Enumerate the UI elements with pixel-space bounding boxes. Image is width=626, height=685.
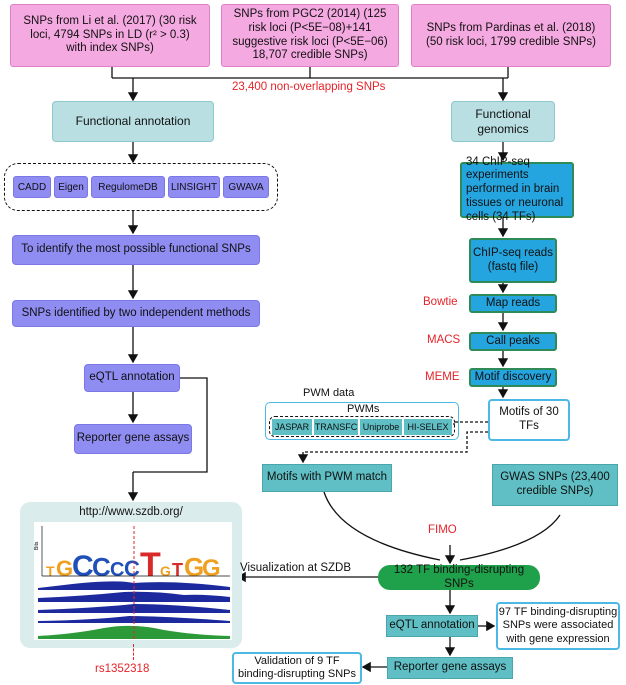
svg-text:C: C <box>110 559 124 581</box>
svg-text:T: T <box>172 560 183 580</box>
svg-text:T: T <box>140 546 161 584</box>
gwas-snps-box: GWAS SNPs (23,400 credible SNPs) <box>492 464 618 506</box>
motifs-pwm-match-box: Motifs with PWM match <box>262 464 392 492</box>
left-reporter-gene-assays: Reporter gene assays <box>74 424 192 454</box>
tool-linsight: LINSIGHT <box>168 176 220 198</box>
pwms-label: PWMs <box>347 403 380 415</box>
validation-box: Validation of 9 TF binding-disrupting SN… <box>232 652 362 684</box>
pwm-source-hiselex: HI-SELEX <box>404 419 452 435</box>
pwm-data-group <box>265 402 459 440</box>
pwm-source-jaspar: JASPAR <box>272 419 312 435</box>
svg-text:C: C <box>72 550 94 583</box>
fimo-tool-label: FIMO <box>428 524 457 536</box>
right-reporter-gene-assays: Reporter gene assays <box>387 657 513 679</box>
right-eqtl-annotation: eQTL annotation <box>386 615 478 637</box>
svg-text:G: G <box>184 552 204 582</box>
meme-tool-label: MEME <box>425 371 460 383</box>
pwm-data-label: PWM data <box>303 387 355 399</box>
eqtl-result-box: 97 TF binding-disrupting SNPs were assoc… <box>496 602 620 650</box>
svg-text:C: C <box>124 556 140 581</box>
pwm-source-uniprobe: Uniprobe <box>360 419 402 435</box>
macs-tool-label: MACS <box>427 334 461 346</box>
bowtie-tool-label: Bowtie <box>423 296 458 308</box>
motifs-30-tfs-box: Motifs of 30 TFs <box>488 399 570 441</box>
map-reads-box: Map reads <box>469 294 557 313</box>
tool-cadd: CADD <box>13 176 51 198</box>
svg-text:C: C <box>92 552 111 582</box>
svg-text:G: G <box>56 556 73 581</box>
pwm-sources-group <box>269 416 455 437</box>
logo-axis-label: Bits <box>34 541 40 550</box>
pwm-source-transfc: TRANSFC <box>314 419 358 435</box>
snp-marker-line <box>133 644 134 660</box>
svg-text:G: G <box>160 563 171 579</box>
chipseq-reads-box: ChIP-seq reads (fastq file) <box>469 238 557 283</box>
call-peaks-box: Call peaks <box>469 332 557 351</box>
sequence-logo: T G C C C C T G T G G <box>46 546 221 584</box>
merged-snp-count: 23,400 non-overlapping SNPs <box>232 81 386 93</box>
left-eqtl-annotation: eQTL annotation <box>84 364 180 392</box>
motif-discovery-box: Motif discovery <box>469 368 557 387</box>
functional-genomics-box: Functional genomics <box>451 101 555 142</box>
functional-annotation-box: Functional annotation <box>52 101 214 142</box>
szdb-visualization-label: Visualization at SZDB <box>240 562 352 574</box>
disrupting-snps-box: 132 TF binding-disrupting SNPs <box>378 564 540 590</box>
identify-functional-snps: To identify the most possible functional… <box>12 235 260 265</box>
source-pgc2-2014: SNPs from PGC2 (2014) (125 risk loci (P<… <box>221 4 399 67</box>
genome-browser-view: Bits T G C C C C T G T G G <box>34 522 232 640</box>
source-li-2017: SNPs from Li et al. (2017) (30 risk loci… <box>10 4 210 67</box>
two-methods-snps: SNPs identified by two independent metho… <box>12 300 260 327</box>
tool-gwava: GWAVA <box>223 176 269 198</box>
annotation-tools-group <box>4 163 278 211</box>
szdb-url: http://www.szdb.org/ <box>79 506 183 518</box>
snp-id-label: rs1352318 <box>95 663 150 675</box>
svg-text:G: G <box>202 555 221 582</box>
tool-eigen: Eigen <box>54 176 88 198</box>
source-pardinas-2018: SNPs from Pardinas et al. (2018) (50 ris… <box>411 4 611 67</box>
svg-text:T: T <box>46 563 55 579</box>
tool-regulomedb: RegulomeDB <box>91 176 165 198</box>
chipseq-experiments-box: 34 ChIP-seq experiments performed in bra… <box>460 156 574 223</box>
szdb-track-graphic: Bits T G C C C C T G T G G <box>34 526 230 640</box>
